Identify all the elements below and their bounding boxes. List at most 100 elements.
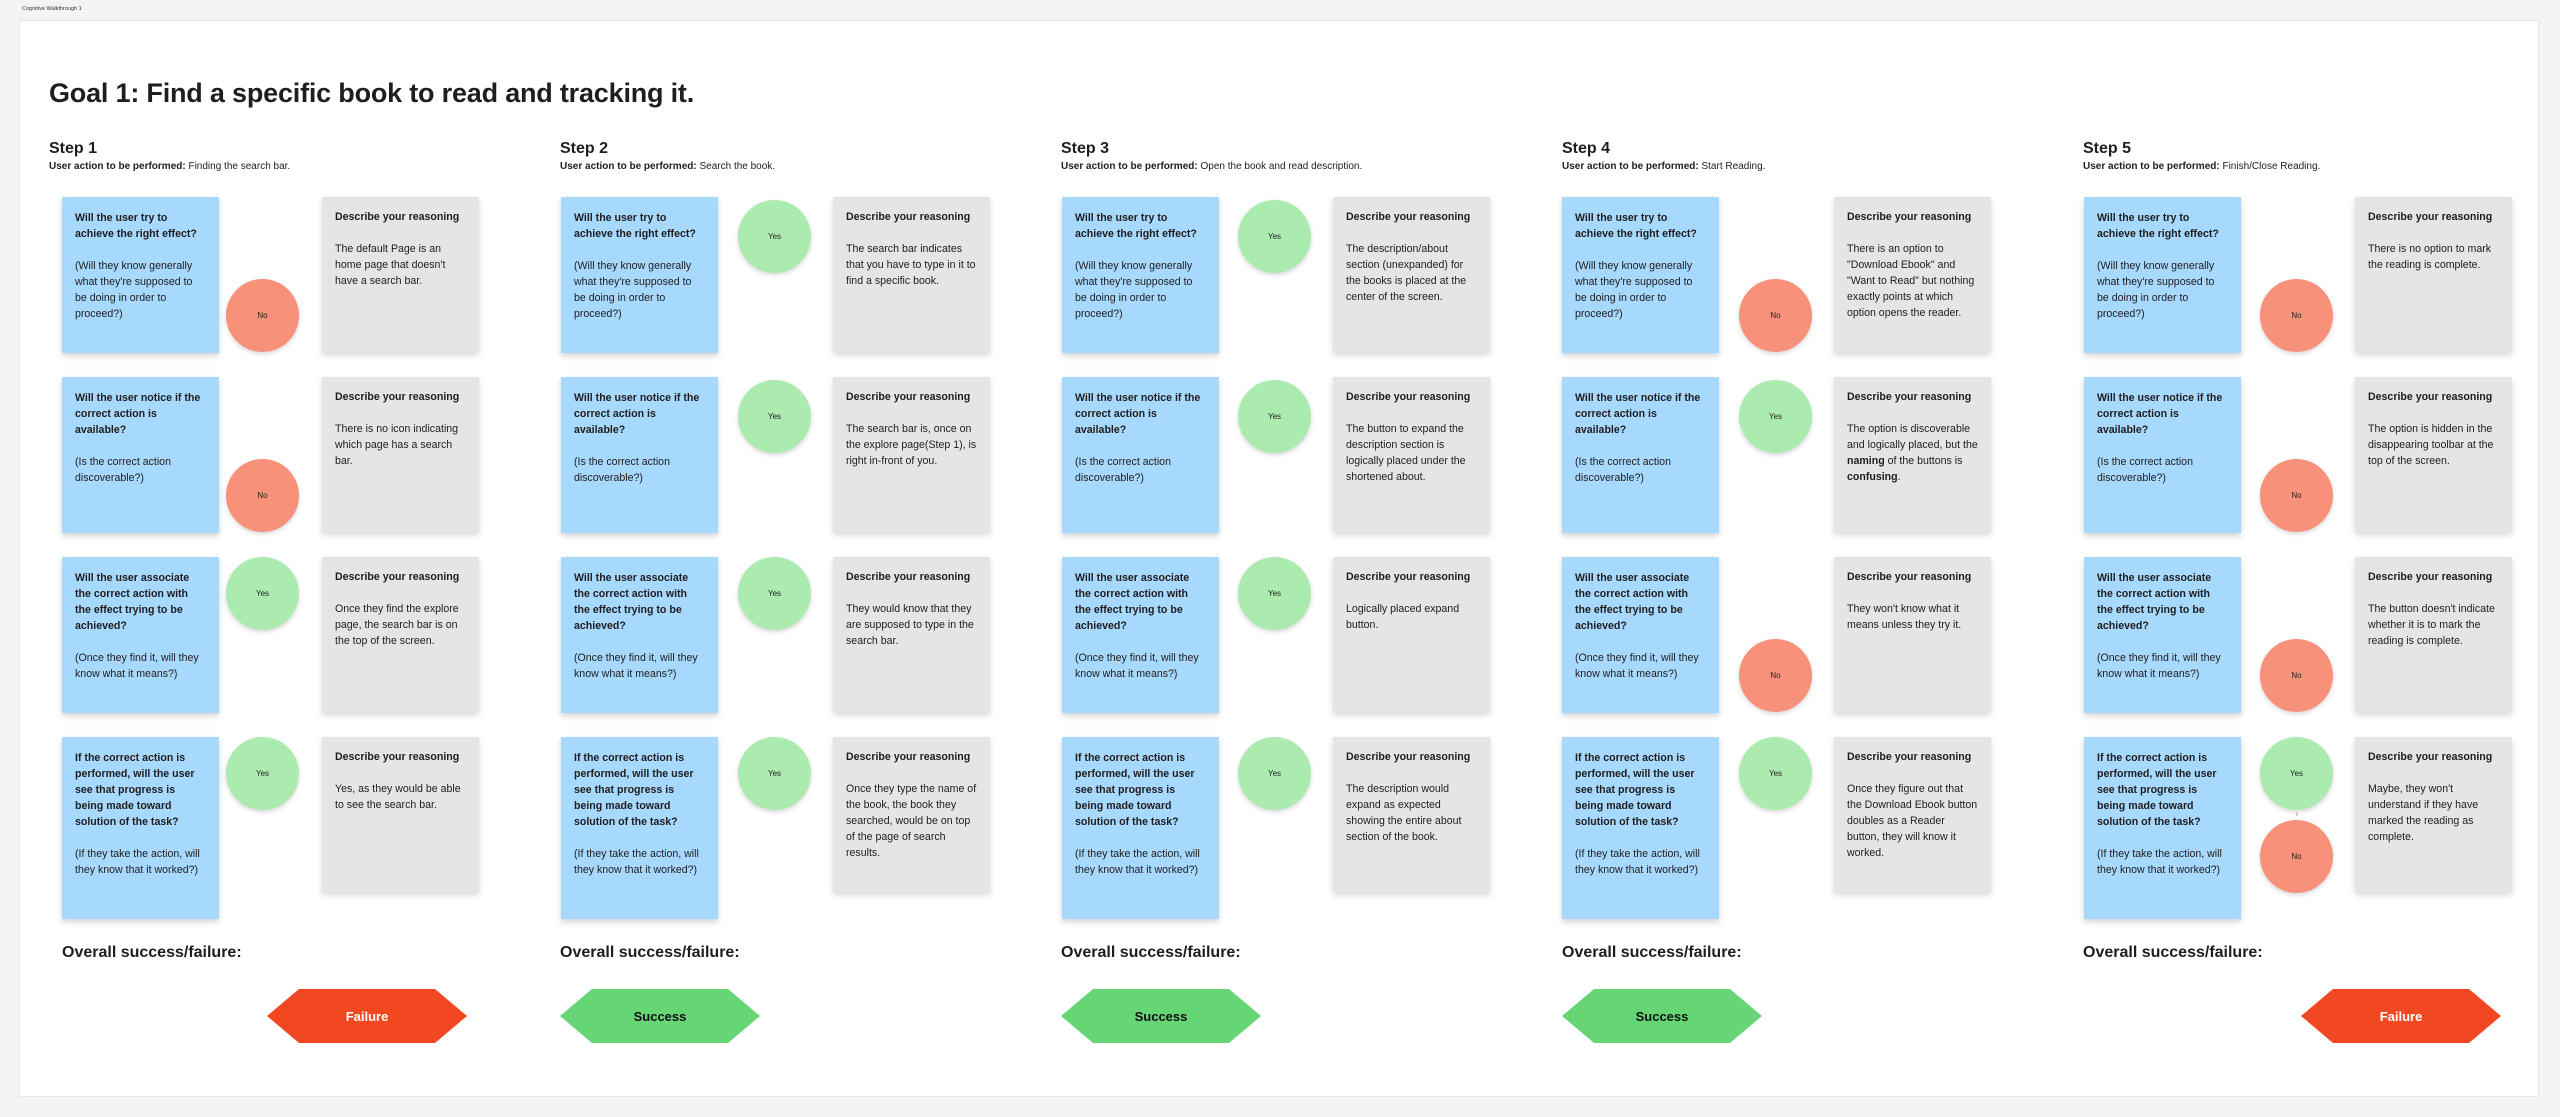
question-heading: Will the user notice if the correct acti…	[574, 392, 700, 436]
question-sub: (Will they know generally what they're s…	[574, 260, 692, 320]
success-badge[interactable]: Success	[1562, 989, 1762, 1043]
question-card[interactable]: Will the user try to achieve the right e…	[1562, 197, 1719, 353]
yes-badge[interactable]: Yes	[226, 737, 299, 810]
question-card[interactable]: Will the user associate the correct acti…	[62, 557, 219, 713]
failure-badge[interactable]: Failure	[2301, 989, 2501, 1043]
no-badge[interactable]: No	[1739, 279, 1812, 352]
question-heading: Will the user try to achieve the right e…	[2097, 212, 2219, 240]
no-badge[interactable]: No	[1739, 639, 1812, 712]
question-sub: (Will they know generally what they're s…	[1575, 260, 1693, 320]
reasoning-text: The button to expand the description sec…	[1346, 423, 1466, 483]
no-badge[interactable]: No	[226, 459, 299, 532]
question-card[interactable]: If the correct action is performed, will…	[561, 737, 718, 919]
question-heading: If the correct action is performed, will…	[75, 752, 195, 828]
yes-badge[interactable]: Yes	[738, 557, 811, 630]
reasoning-heading: Describe your reasoning	[846, 211, 971, 223]
question-card[interactable]: Will the user associate the correct acti…	[1062, 557, 1219, 713]
question-sub: (Is the correct action discoverable?)	[75, 456, 171, 484]
no-badge[interactable]: No	[226, 279, 299, 352]
question-card[interactable]: Will the user notice if the correct acti…	[2084, 377, 2241, 533]
question-card[interactable]: Will the user notice if the correct acti…	[1062, 377, 1219, 533]
reasoning-text: Maybe, they won't understand if they hav…	[2368, 783, 2479, 843]
yes-badge[interactable]: Yes	[1238, 380, 1311, 453]
success-badge[interactable]: Success	[560, 989, 760, 1043]
yes-badge[interactable]: Yes	[1739, 737, 1812, 810]
step-action-label: User action to be performed:	[560, 161, 697, 172]
question-card[interactable]: Will the user associate the correct acti…	[2084, 557, 2241, 713]
reasoning-text: The button doesn't indicate whether it i…	[2368, 603, 2495, 647]
question-sub: (Once they find it, will they know what …	[1575, 652, 1699, 680]
step-action-text: Search the book.	[696, 161, 776, 172]
reasoning-heading: Describe your reasoning	[335, 571, 460, 583]
yes-badge[interactable]: Yes	[1238, 200, 1311, 273]
question-sub: (Once they find it, will they know what …	[75, 652, 199, 680]
step-action-text: Open the book and read description.	[1197, 161, 1363, 172]
question-heading: Will the user try to achieve the right e…	[75, 212, 197, 240]
question-card[interactable]: Will the user try to achieve the right e…	[1062, 197, 1219, 353]
reasoning-text-part: .	[1897, 471, 1901, 483]
question-heading: Will the user associate the correct acti…	[574, 572, 689, 632]
step-action: User action to be performed: Open the bo…	[1061, 161, 1362, 172]
step-action-label: User action to be performed:	[1061, 161, 1198, 172]
yes-badge[interactable]: Yes	[738, 737, 811, 810]
question-card[interactable]: Will the user try to achieve the right e…	[62, 197, 219, 353]
yes-badge[interactable]: Yes	[2260, 737, 2333, 810]
yes-badge[interactable]: Yes	[226, 557, 299, 630]
question-card[interactable]: Will the user try to achieve the right e…	[2084, 197, 2241, 353]
question-sub: (Once they find it, will they know what …	[2097, 652, 2221, 680]
reasoning-heading: Describe your reasoning	[2368, 391, 2493, 403]
question-card[interactable]: Will the user try to achieve the right e…	[561, 197, 718, 353]
question-card[interactable]: Will the user notice if the correct acti…	[1562, 377, 1719, 533]
question-sub: (Is the correct action discoverable?)	[1575, 456, 1671, 484]
question-sub: (Is the correct action discoverable?)	[2097, 456, 2193, 484]
question-heading: Will the user try to achieve the right e…	[1075, 212, 1197, 240]
no-badge[interactable]: No	[2260, 820, 2333, 893]
question-heading: Will the user associate the correct acti…	[1575, 572, 1690, 632]
success-badge[interactable]: Success	[1061, 989, 1261, 1043]
question-card[interactable]: If the correct action is performed, will…	[1062, 737, 1219, 919]
question-card[interactable]: If the correct action is performed, will…	[62, 737, 219, 919]
frame-label[interactable]: Cognitive Walkthrough 1	[22, 6, 82, 12]
question-heading: Will the user try to achieve the right e…	[1575, 212, 1697, 240]
failure-badge[interactable]: Failure	[267, 989, 467, 1043]
reasoning-text: There is no option to mark the reading i…	[2368, 243, 2492, 271]
question-card[interactable]: Will the user notice if the correct acti…	[561, 377, 718, 533]
yes-badge[interactable]: Yes	[738, 380, 811, 453]
yes-badge[interactable]: Yes	[738, 200, 811, 273]
question-card[interactable]: Will the user notice if the correct acti…	[62, 377, 219, 533]
overall-label: Overall success/failure:	[1061, 944, 1241, 961]
yes-badge[interactable]: Yes	[1238, 737, 1311, 810]
question-card[interactable]: Will the user associate the correct acti…	[561, 557, 718, 713]
step-action: User action to be performed: Finish/Clos…	[2083, 161, 2320, 172]
reasoning-text: Yes, as they would be able to see the se…	[335, 783, 461, 811]
question-card[interactable]: If the correct action is performed, will…	[2084, 737, 2241, 919]
no-badge[interactable]: No	[2260, 459, 2333, 532]
no-badge[interactable]: No	[2260, 639, 2333, 712]
question-card[interactable]: Will the user associate the correct acti…	[1562, 557, 1719, 713]
no-badge[interactable]: No	[2260, 279, 2333, 352]
reasoning-heading: Describe your reasoning	[1346, 571, 1471, 583]
question-card[interactable]: If the correct action is performed, will…	[1562, 737, 1719, 919]
yes-badge[interactable]: Yes	[1739, 380, 1812, 453]
yes-badge[interactable]: Yes	[1238, 557, 1311, 630]
